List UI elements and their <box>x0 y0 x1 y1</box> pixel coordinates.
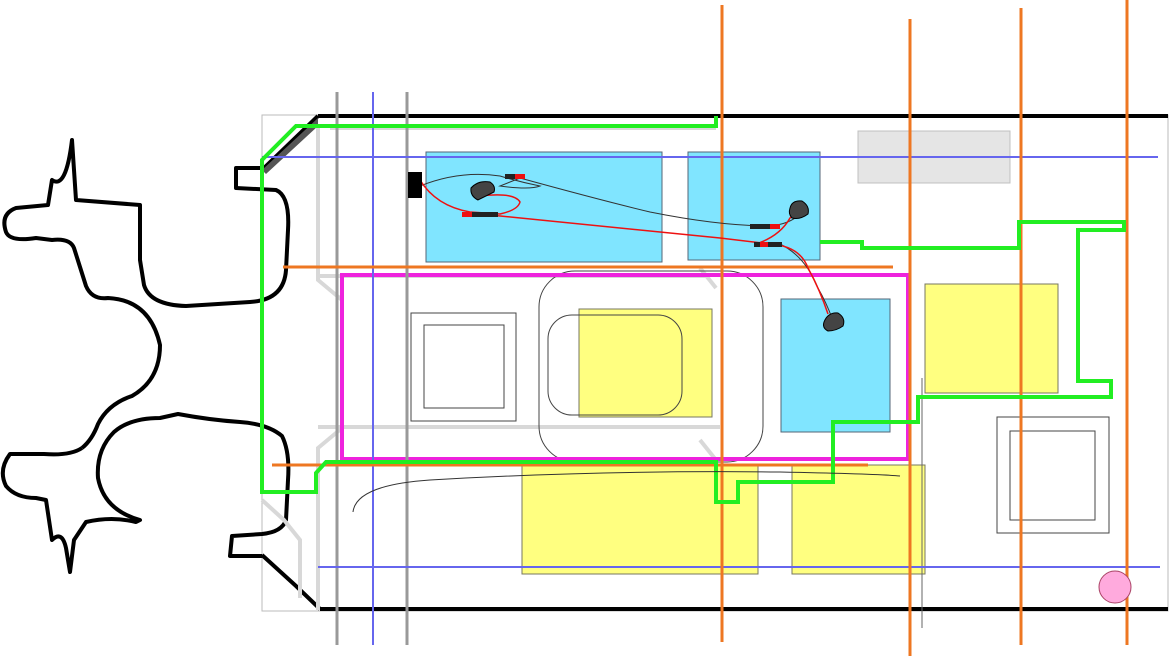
connectors <box>408 172 782 247</box>
hollow-box-left-inner <box>423 324 505 409</box>
floor-left-lower <box>316 426 344 610</box>
upper-wheel-arch <box>2 138 291 450</box>
orange-lines <box>272 0 1129 656</box>
front-wheel-outline <box>0 138 291 574</box>
vehicle-body <box>260 114 1169 612</box>
lower-wheel-arch <box>0 412 291 574</box>
hollow-box-right-inner <box>1009 430 1096 521</box>
yellow-module-right <box>924 283 1059 394</box>
sensor-node-1 <box>470 181 495 201</box>
magenta-frame <box>340 273 910 461</box>
connector-plug-black <box>408 172 422 198</box>
hollow-box-right-outer <box>996 416 1110 534</box>
connector-1 <box>505 174 525 179</box>
connector-2 <box>462 212 498 217</box>
sensor-nodes <box>470 181 845 332</box>
cyan-module-1 <box>425 151 663 263</box>
curve-line-floor <box>352 471 901 513</box>
floor-right-bevel-bottom <box>698 438 718 462</box>
pink-marker-circle <box>1098 570 1132 604</box>
connector-4 <box>754 242 782 247</box>
gray-lines <box>335 92 409 645</box>
green-route <box>260 116 1126 504</box>
floor-left-upper <box>316 128 344 302</box>
hollow-boxes <box>410 312 1110 534</box>
cyan-modules <box>425 151 891 433</box>
front-bevel-top-shade <box>262 118 318 174</box>
floor-left-diag <box>260 498 302 598</box>
sensor-node-3 <box>823 312 845 332</box>
green-route-main <box>260 116 1126 504</box>
sensor-node-2 <box>788 200 809 219</box>
hollow-box-left-outer <box>410 312 517 422</box>
yellow-module-center <box>578 308 713 418</box>
front-bevel-bottom <box>260 553 322 611</box>
connector-3 <box>750 224 780 229</box>
seat-outline-inner <box>547 314 683 416</box>
yellow-module-bottom-left <box>521 464 759 575</box>
